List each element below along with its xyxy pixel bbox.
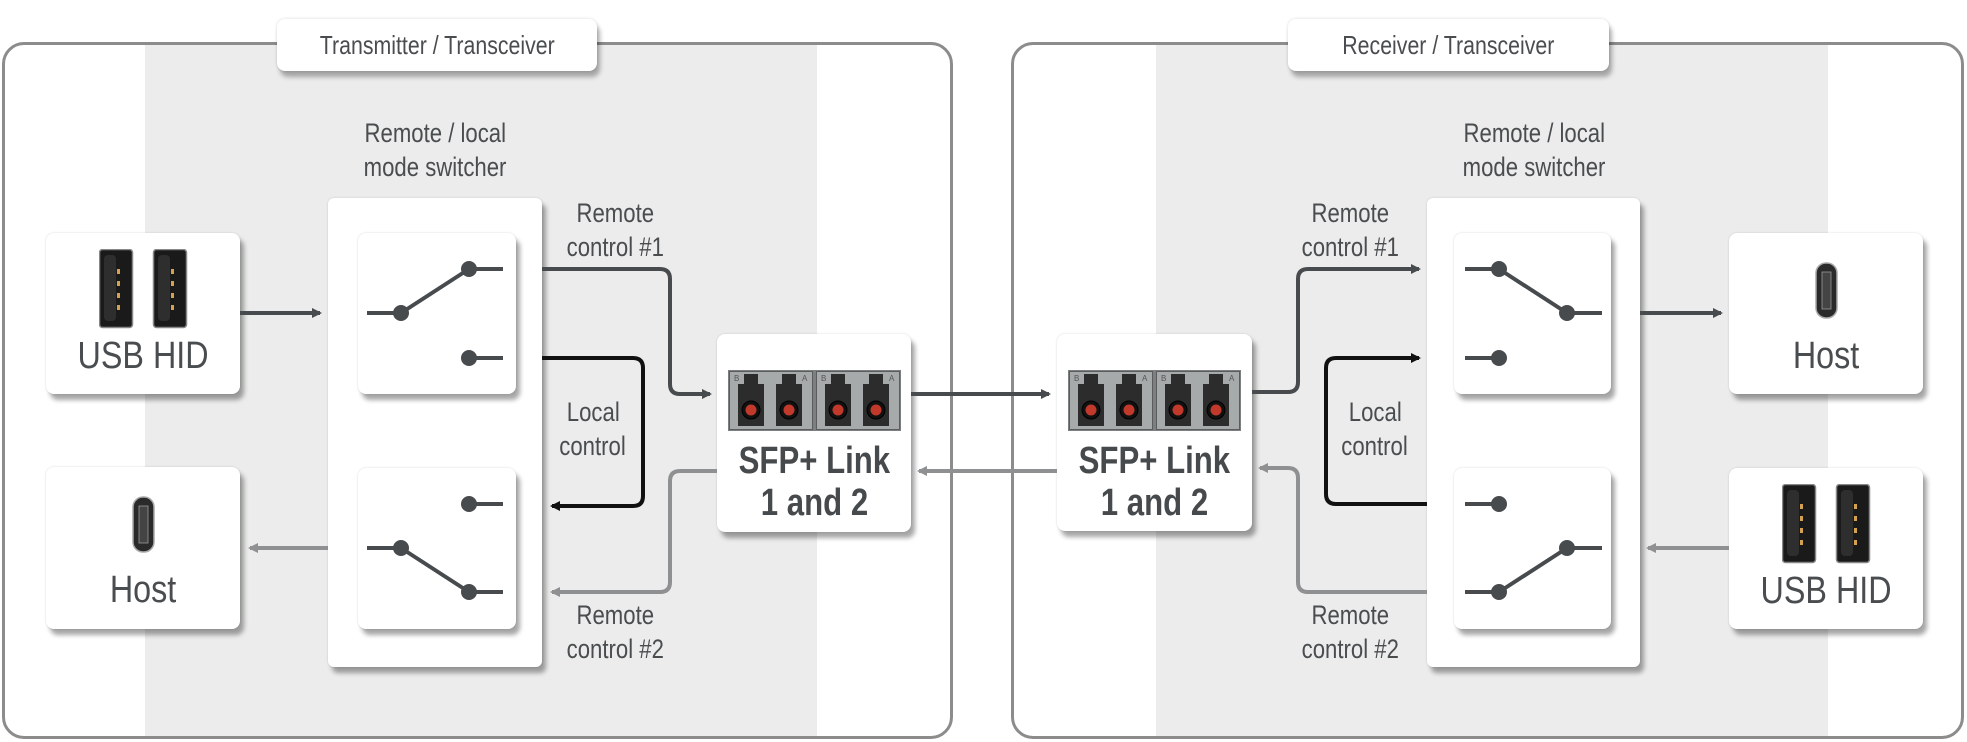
receiver-title-text: Receiver / Transceiver: [1342, 29, 1555, 60]
receiver-title: Receiver / Transceiver: [1288, 19, 1609, 71]
tx-sfp-label-1: SFP+ Link: [738, 440, 890, 482]
rx-switch-1: [1454, 233, 1611, 394]
rx-sfp-label: SFP+ Link 1 and 2: [1057, 440, 1252, 524]
tx-switch-2: [358, 468, 516, 629]
rx-switcher-label: Remote / local mode switcher: [1434, 116, 1634, 184]
tx-switcher-label: Remote / local mode switcher: [335, 116, 535, 184]
tx-usb-hid-label: USB HID: [77, 335, 209, 377]
transmitter-title-text: Transmitter / Transceiver: [319, 29, 555, 60]
usb-a-port-icon: [99, 249, 188, 329]
usb-c-port-icon: [132, 496, 155, 553]
sfp-port-label: B: [821, 374, 826, 383]
rx-sfp-label-2: 1 and 2: [1100, 482, 1209, 524]
tx-host-label: Host: [109, 569, 177, 611]
rx-switcher-label-1: Remote / local: [1463, 118, 1605, 148]
tx-sfp-label: SFP+ Link 1 and 2: [717, 440, 911, 524]
rx-usb-hid-label: USB HID: [1760, 570, 1892, 612]
transmitter-title: Transmitter / Transceiver: [277, 19, 597, 71]
rx-sfp-label-1: SFP+ Link: [1078, 440, 1231, 482]
rx-host-box: Host: [1729, 233, 1923, 394]
tx-host-box: Host: [46, 467, 240, 629]
sfp-port-label: A: [802, 374, 808, 383]
sfp-port-label: B: [1161, 374, 1166, 383]
sfp-port-label: B: [734, 374, 739, 383]
sfp-port-label: A: [1229, 374, 1235, 383]
sfp-port-label: A: [889, 374, 895, 383]
tx-usb-hid-box: USB HID: [46, 233, 240, 394]
usb-a-port-icon: [1782, 484, 1871, 564]
rx-switcher-label-2: mode switcher: [1462, 152, 1606, 182]
sfp-port-label: B: [1074, 374, 1079, 383]
sfp-port-label: A: [1142, 374, 1148, 383]
tx-switcher-label-2: mode switcher: [363, 152, 507, 182]
rx-usb-hid-box: USB HID: [1729, 468, 1923, 629]
rx-switch-2: [1454, 468, 1611, 629]
tx-switcher-label-1: Remote / local: [364, 118, 506, 148]
tx-sfp-label-2: 1 and 2: [760, 482, 868, 524]
rx-host-label: Host: [1792, 335, 1860, 377]
usb-c-port-icon: [1815, 262, 1838, 319]
tx-switch-1: [358, 233, 516, 394]
